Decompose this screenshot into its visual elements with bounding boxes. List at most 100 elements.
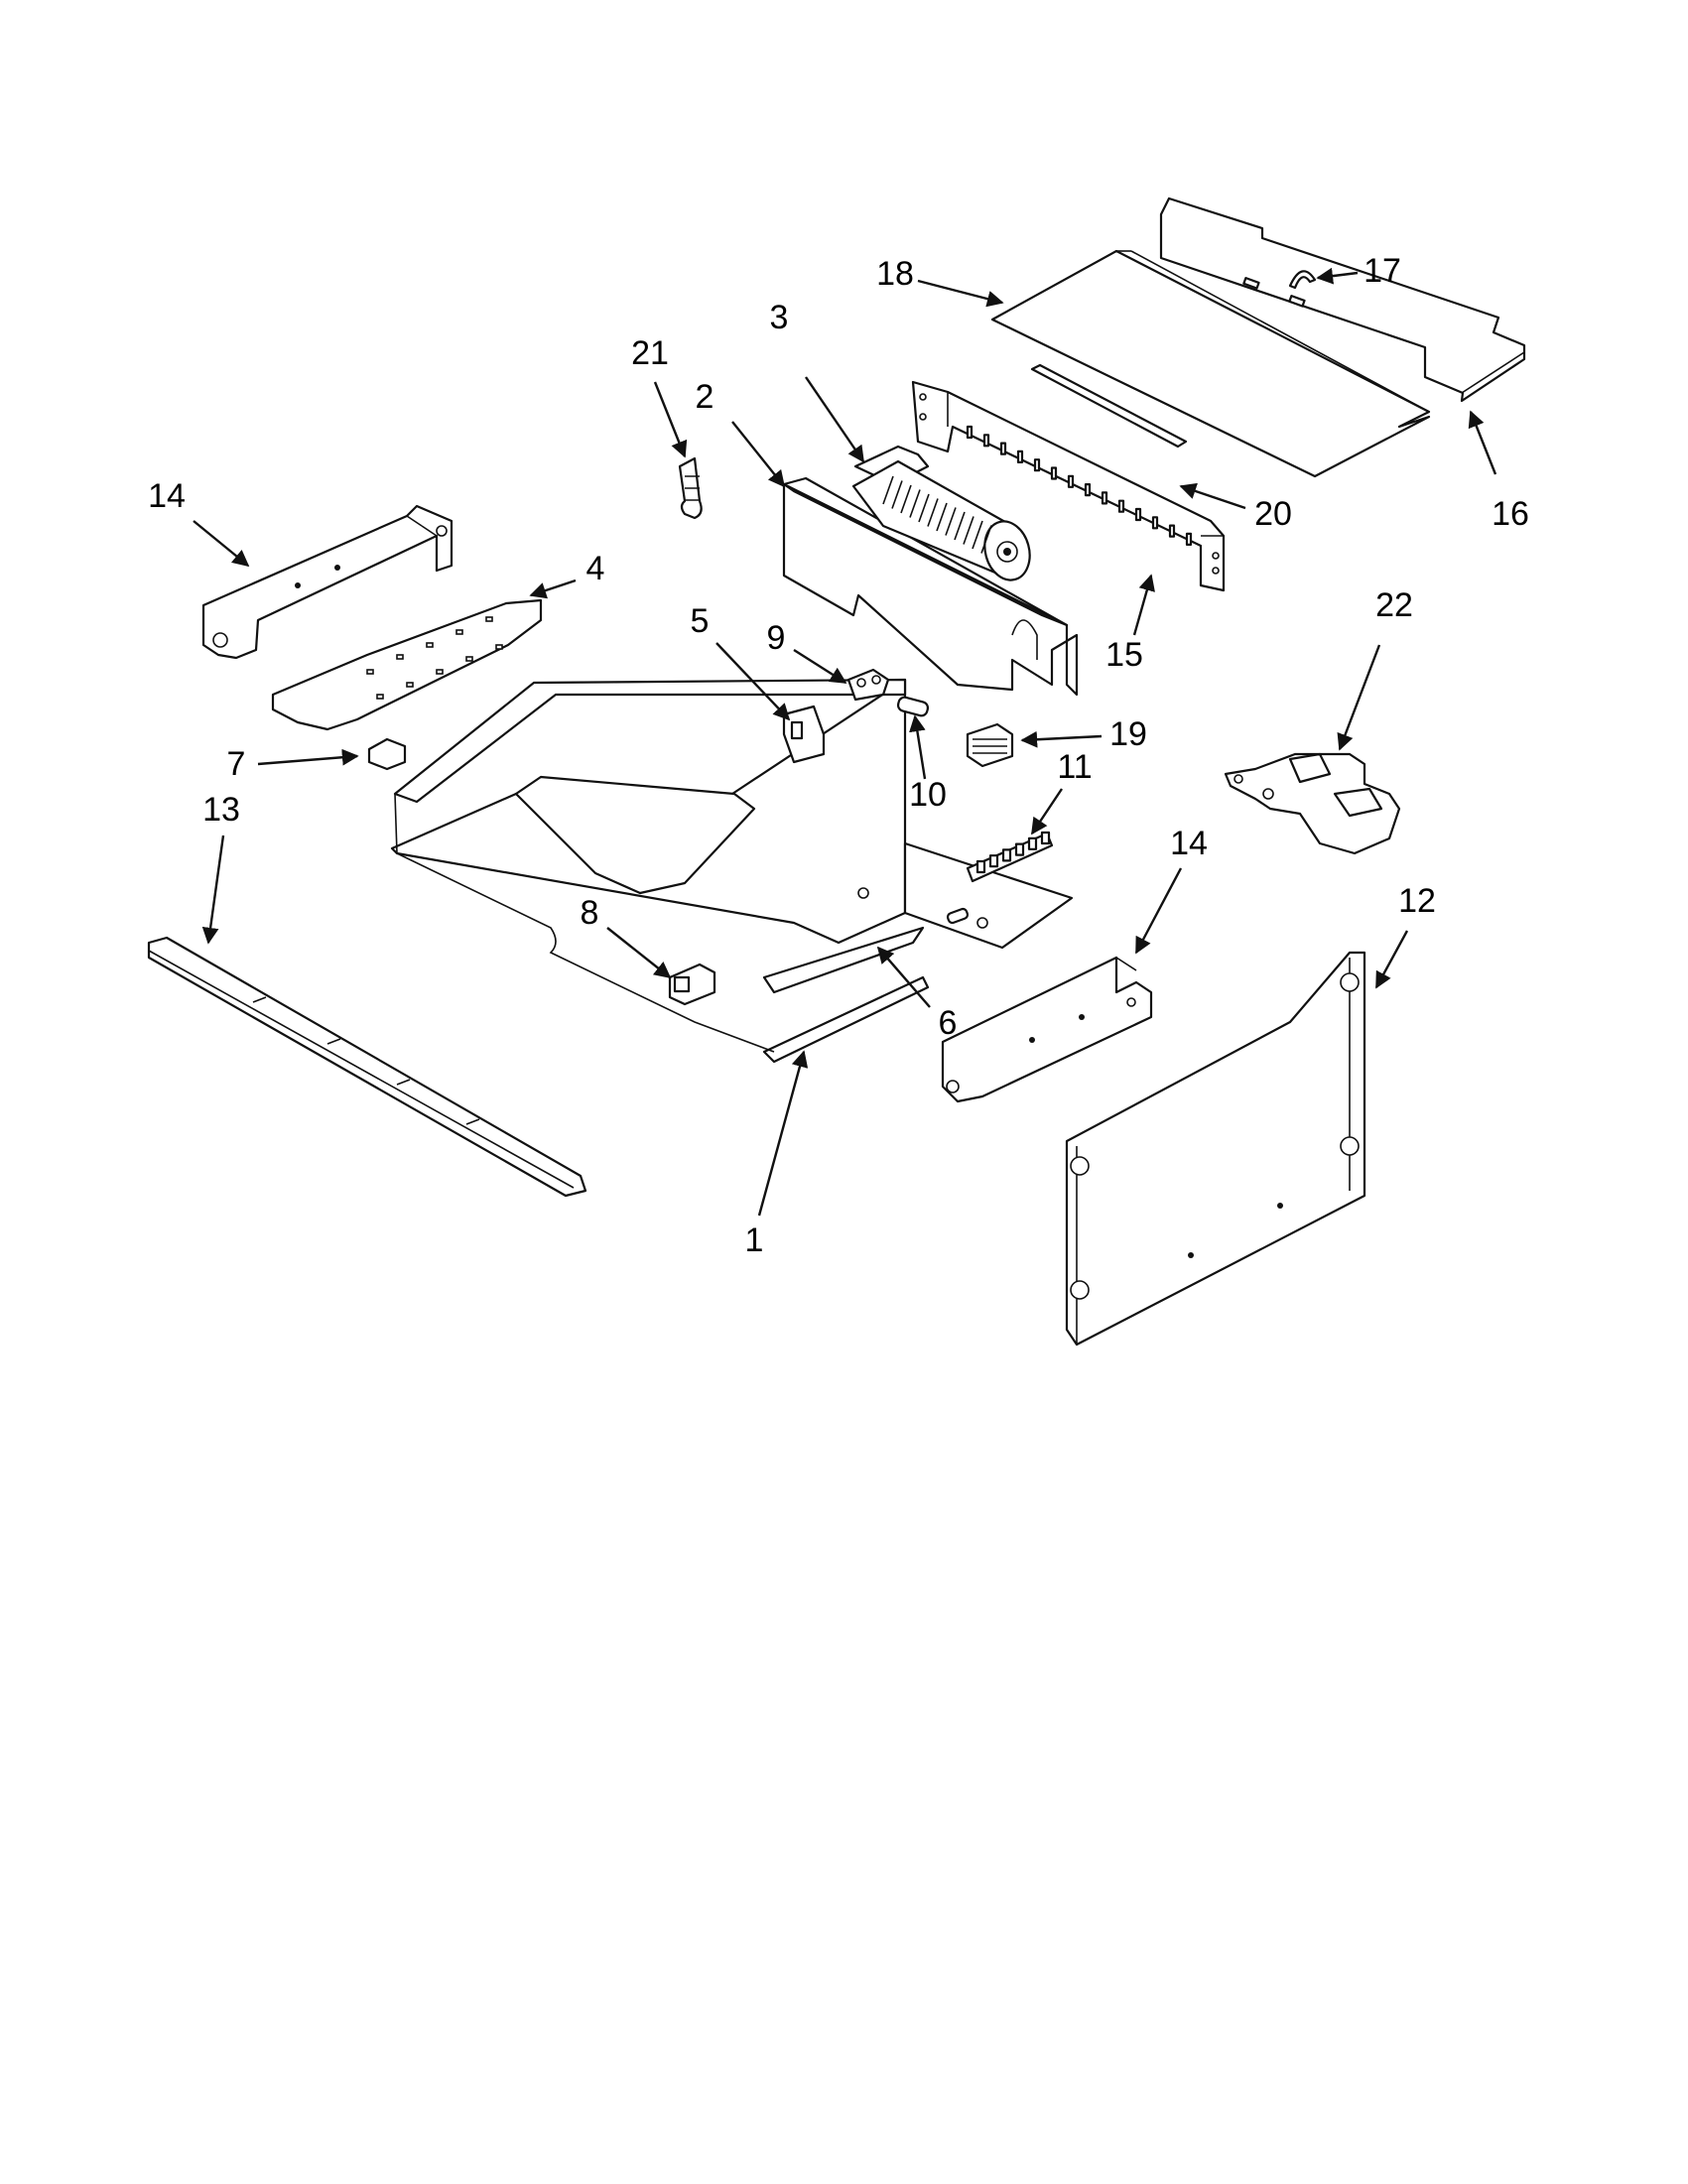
blower-fin bbox=[891, 480, 903, 509]
bracket-slot bbox=[1185, 532, 1193, 547]
bracket-slot bbox=[966, 425, 974, 440]
terminal-post bbox=[1001, 848, 1012, 862]
callout-13: 13 bbox=[202, 791, 240, 829]
leader-9 bbox=[793, 648, 847, 685]
bracket-slot bbox=[1033, 458, 1041, 472]
part-10-fuse bbox=[896, 696, 930, 717]
leader-13 bbox=[201, 835, 225, 945]
callout-16: 16 bbox=[1492, 495, 1529, 533]
callout-18: 18 bbox=[876, 255, 914, 293]
blower-fin bbox=[927, 498, 939, 527]
bracket-slot bbox=[982, 434, 990, 448]
bracket-slot bbox=[999, 442, 1007, 455]
callout-22: 22 bbox=[1375, 586, 1413, 624]
callout-12: 12 bbox=[1398, 882, 1436, 920]
part-12-side-panel bbox=[1065, 951, 1366, 1347]
part-15-slotted-bracket bbox=[911, 380, 1226, 592]
blower-fin bbox=[954, 511, 966, 541]
part-9-terminal-block bbox=[846, 668, 890, 702]
part-8-switch bbox=[668, 963, 716, 1006]
blower-fin bbox=[909, 489, 921, 518]
callout-labels: 1 2 3 4 5 6 7 8 9 10 11 12 13 14 14 15 1… bbox=[148, 252, 1529, 1259]
bracket-slot bbox=[1050, 466, 1058, 480]
leader-19 bbox=[1020, 730, 1103, 748]
callout-3: 3 bbox=[770, 299, 789, 336]
callout-19: 19 bbox=[1109, 715, 1147, 753]
part-11-terminal-strip bbox=[966, 831, 1054, 883]
terminal-post bbox=[1027, 836, 1038, 850]
part-7-small-block bbox=[367, 737, 407, 771]
terminal-post bbox=[975, 859, 986, 874]
blower-fin bbox=[900, 484, 912, 514]
callout-14a: 14 bbox=[148, 477, 186, 515]
blower-fin bbox=[882, 475, 894, 505]
leader-14b bbox=[1134, 867, 1183, 955]
leader-17 bbox=[1316, 267, 1359, 285]
plate-hole bbox=[485, 616, 493, 622]
leader-3 bbox=[805, 376, 864, 463]
bracket-slot bbox=[1084, 483, 1092, 497]
leader-11 bbox=[1031, 788, 1063, 835]
part-14-side-bracket-left bbox=[201, 504, 454, 660]
blower-fin bbox=[972, 520, 983, 550]
part-5-relay bbox=[782, 705, 826, 764]
plate-hole bbox=[495, 644, 503, 650]
leader-5 bbox=[715, 642, 791, 721]
leader-4 bbox=[529, 578, 577, 599]
callout-8: 8 bbox=[581, 894, 599, 932]
callout-1: 1 bbox=[745, 1221, 764, 1259]
terminal-post bbox=[988, 854, 999, 868]
plate-hole bbox=[426, 642, 434, 648]
bracket-slot bbox=[1101, 491, 1108, 505]
leader-16 bbox=[1468, 410, 1497, 475]
part-2-blower-bracket bbox=[782, 476, 1079, 697]
leader-lines bbox=[193, 267, 1497, 1217]
callout-6: 6 bbox=[939, 1004, 958, 1042]
callout-2: 2 bbox=[696, 378, 714, 416]
blower-fin bbox=[963, 516, 974, 545]
leader-6 bbox=[876, 946, 931, 1008]
plate-hole bbox=[406, 682, 414, 688]
leader-22 bbox=[1337, 644, 1381, 751]
plate-hole bbox=[455, 629, 463, 635]
callout-17: 17 bbox=[1363, 252, 1401, 290]
part-19-transformer bbox=[966, 722, 1014, 768]
part-21-wire-clip bbox=[678, 456, 703, 520]
bracket-slot bbox=[1016, 450, 1024, 463]
callout-15: 15 bbox=[1105, 636, 1143, 674]
plate-hole bbox=[366, 669, 374, 675]
leader-10 bbox=[909, 714, 927, 780]
callout-5: 5 bbox=[691, 602, 710, 640]
bracket-slot bbox=[1151, 516, 1159, 530]
part-17-clip bbox=[1242, 270, 1317, 308]
blower-fin bbox=[980, 525, 992, 554]
part-6-chassis-assembly bbox=[390, 678, 1074, 1064]
blower-fin bbox=[936, 502, 948, 532]
leader-12 bbox=[1374, 930, 1409, 989]
leader-14a bbox=[193, 520, 250, 568]
callout-11: 11 bbox=[1057, 748, 1092, 786]
part-22-terminal-bracket bbox=[1224, 752, 1401, 855]
leader-15 bbox=[1132, 574, 1155, 636]
plate-hole bbox=[436, 669, 444, 675]
plate-hole bbox=[396, 654, 404, 660]
blower-fin bbox=[945, 507, 957, 536]
plate-hole bbox=[465, 656, 473, 662]
plate-hole bbox=[376, 694, 384, 700]
leader-20 bbox=[1179, 482, 1246, 510]
bracket-slot bbox=[1168, 524, 1176, 538]
leader-2 bbox=[731, 421, 786, 488]
callout-14b: 14 bbox=[1170, 825, 1208, 862]
part-4-mounting-plate bbox=[271, 598, 543, 731]
leader-8 bbox=[606, 927, 672, 979]
callout-10: 10 bbox=[909, 776, 947, 814]
callout-7: 7 bbox=[227, 745, 246, 783]
part-14-side-bracket-right bbox=[941, 956, 1153, 1103]
bracket-slot bbox=[1067, 474, 1075, 488]
part-18-top-cover bbox=[990, 249, 1431, 478]
part-16-top-panel bbox=[1159, 196, 1526, 403]
callout-20: 20 bbox=[1254, 495, 1292, 533]
callout-4: 4 bbox=[586, 550, 605, 587]
terminal-post bbox=[1014, 842, 1025, 856]
blower-fin bbox=[918, 493, 930, 523]
